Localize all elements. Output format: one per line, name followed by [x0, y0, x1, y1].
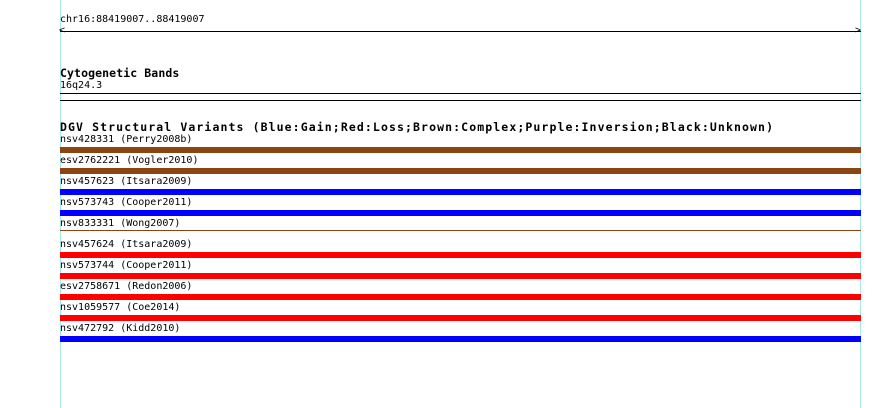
- track-separator: [60, 100, 861, 101]
- arrow-left-icon: <: [59, 25, 66, 36]
- view-left-boundary: [60, 0, 61, 408]
- ruler-position: chr16:88419007..88419007: [60, 14, 205, 25]
- variant-label[interactable]: nsv428331 (Perry2008b): [60, 134, 193, 145]
- variant-bar[interactable]: [60, 294, 861, 300]
- variant-bar[interactable]: [60, 210, 861, 216]
- dgv-track-title: DGV Structural Variants (Blue:Gain;Red:L…: [60, 120, 775, 134]
- variant-label[interactable]: nsv573743 (Cooper2011): [60, 197, 193, 208]
- variant-bar[interactable]: [60, 147, 861, 153]
- variant-bar[interactable]: [60, 168, 861, 174]
- variant-bar[interactable]: [60, 230, 861, 231]
- variant-bar[interactable]: [60, 252, 861, 258]
- variant-bar[interactable]: [60, 273, 861, 279]
- ruler-line: [60, 31, 861, 32]
- cytoband-label: 16q24.3: [60, 80, 103, 91]
- variant-label[interactable]: nsv472792 (Kidd2010): [60, 323, 181, 334]
- variant-label[interactable]: nsv573744 (Cooper2011): [60, 260, 193, 271]
- cytoband-track-title: Cytogenetic Bands: [60, 66, 180, 80]
- variant-label[interactable]: nsv457624 (Itsara2009): [60, 239, 193, 250]
- variant-bar[interactable]: [60, 315, 861, 321]
- variant-label[interactable]: nsv833331 (Wong2007): [60, 218, 181, 229]
- variant-label[interactable]: esv2758671 (Redon2006): [60, 281, 193, 292]
- variant-bar[interactable]: [60, 336, 861, 342]
- variant-label[interactable]: esv2762221 (Vogler2010): [60, 155, 199, 166]
- view-right-boundary: [860, 0, 861, 408]
- variant-label[interactable]: nsv1059577 (Coe2014): [60, 302, 181, 313]
- cytoband-line: [60, 93, 861, 94]
- variant-bar[interactable]: [60, 189, 861, 195]
- arrow-right-icon: >: [855, 25, 862, 36]
- variant-label[interactable]: nsv457623 (Itsara2009): [60, 176, 193, 187]
